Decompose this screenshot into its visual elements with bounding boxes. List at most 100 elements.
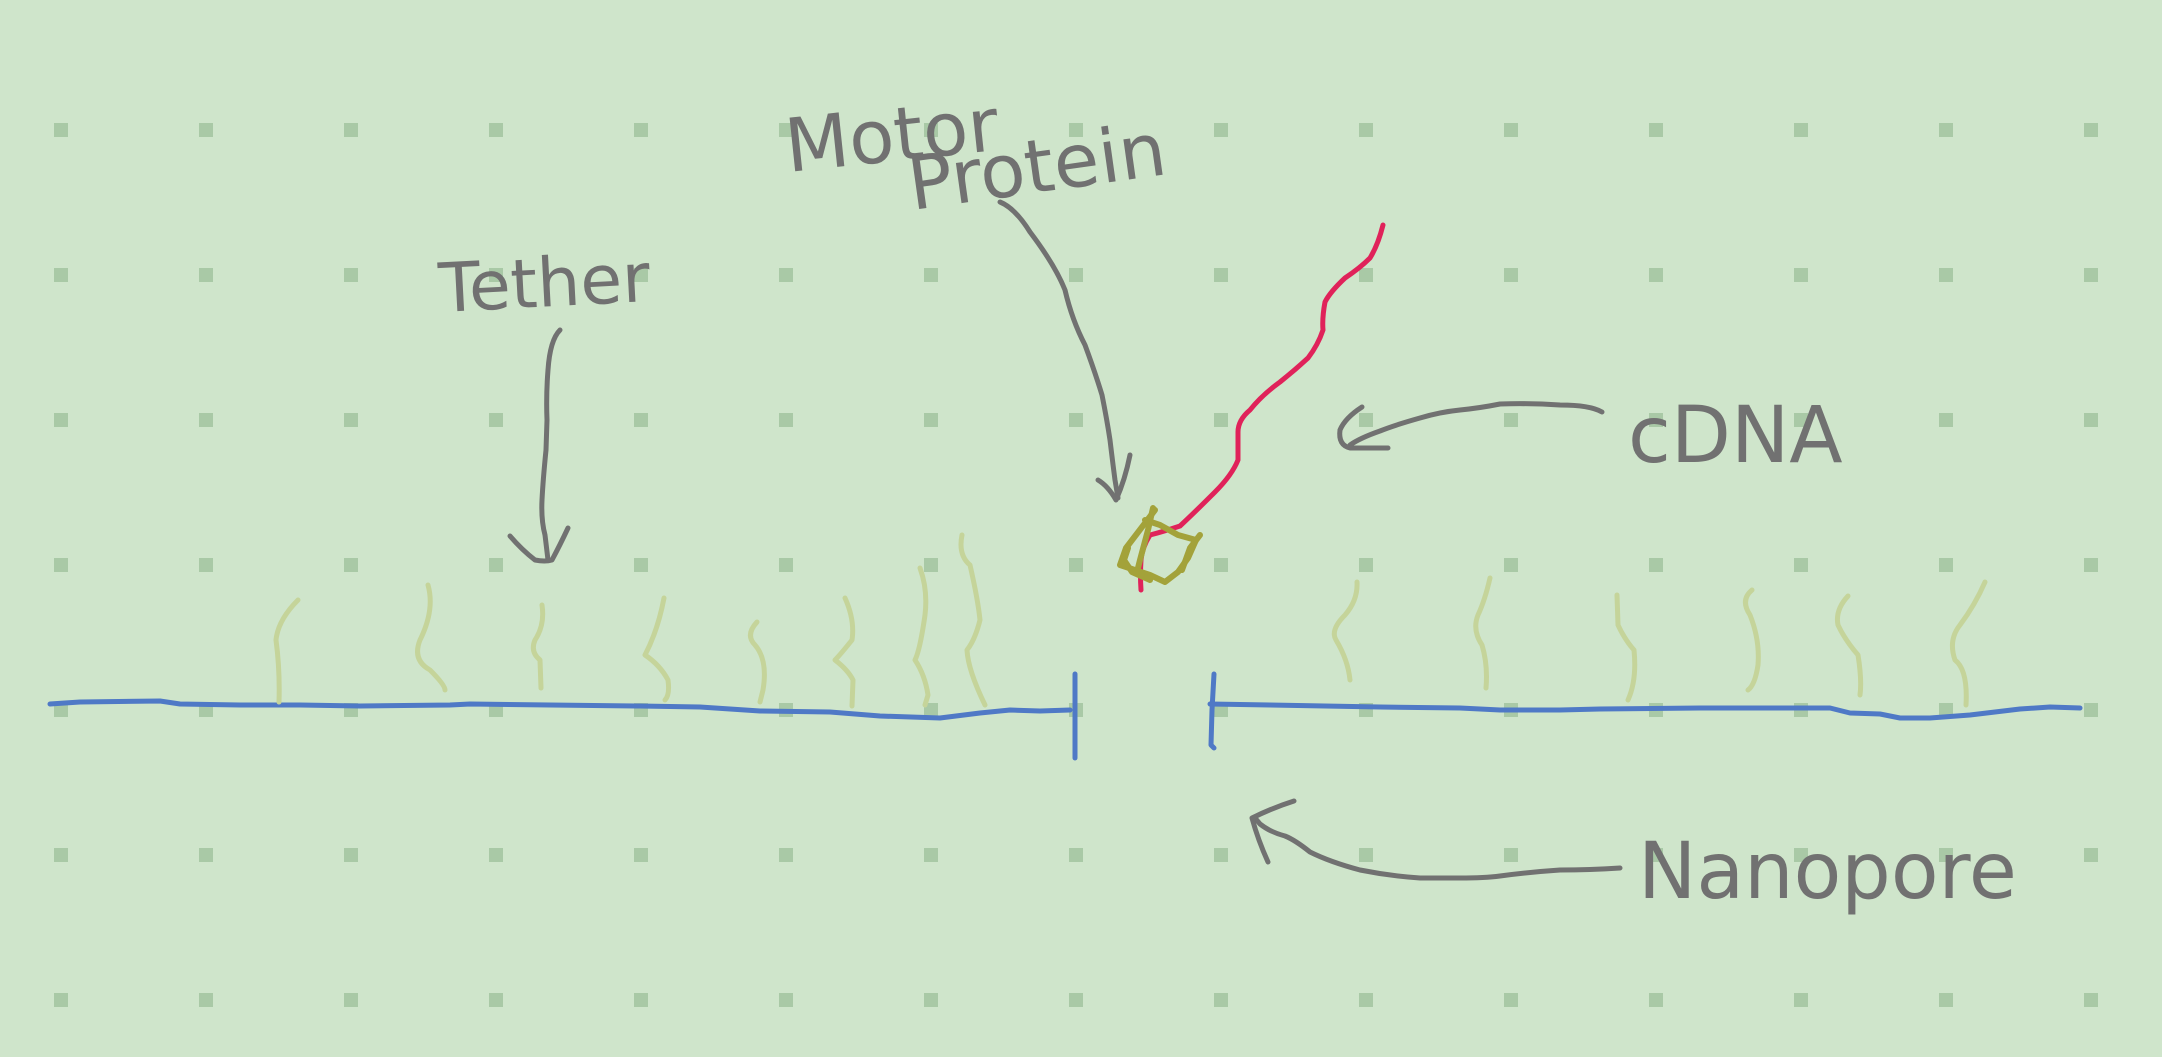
tether-strand — [1331, 579, 1360, 683]
grid-dot — [344, 123, 358, 137]
grid-dot — [779, 413, 793, 427]
grid-dot — [1214, 558, 1228, 572]
grid-dot — [1794, 558, 1808, 572]
grid-dot — [779, 268, 793, 282]
grid-dot — [924, 413, 938, 427]
grid-dot — [1649, 123, 1663, 137]
grid-dot — [1939, 268, 1953, 282]
annotation-arrows — [507, 199, 1623, 881]
tether-strand — [832, 595, 856, 709]
grid-dot — [344, 558, 358, 572]
grid-dot — [199, 268, 213, 282]
grid-dot — [1214, 848, 1228, 862]
grid-dot — [1359, 558, 1373, 572]
grid-dot — [1794, 123, 1808, 137]
grid-dot — [634, 993, 648, 1007]
grid-dot — [634, 268, 648, 282]
grid-dot — [1504, 123, 1518, 137]
grid-dot — [54, 703, 68, 717]
cdna-label: cDNA — [1628, 391, 1843, 481]
grid-dot — [1214, 413, 1228, 427]
grid-dot — [634, 848, 648, 862]
grid-dot — [779, 848, 793, 862]
grid-dot — [54, 848, 68, 862]
membrane-right — [1207, 701, 2083, 721]
grid-dot — [924, 993, 938, 1007]
grid-dot — [1069, 268, 1083, 282]
grid-dot — [2084, 848, 2098, 862]
cdna-strand — [1138, 222, 1386, 593]
grid-dot — [199, 993, 213, 1007]
motor-protein-label: Motor Protein — [781, 82, 1171, 228]
grid-dot — [344, 268, 358, 282]
grid-dot — [1069, 558, 1083, 572]
tether-strands — [273, 532, 1988, 709]
tether-strand — [912, 565, 931, 708]
grid-dot — [344, 993, 358, 1007]
grid-dot — [634, 123, 648, 137]
grid-dot — [1504, 558, 1518, 572]
motor-protein-arrow — [997, 199, 1121, 501]
tether-strand — [1614, 592, 1638, 703]
grid-dot — [489, 558, 503, 572]
nanopore-right-wall — [1208, 671, 1217, 751]
nanopore-arrowhead — [1249, 798, 1297, 865]
grid-dot — [1069, 993, 1083, 1007]
grid-dot — [1794, 993, 1808, 1007]
grid-dot — [779, 558, 793, 572]
grid-dot — [2084, 268, 2098, 282]
tether-arrowhead — [507, 525, 571, 564]
grid-dot — [1504, 268, 1518, 282]
grid-dot — [1939, 703, 1953, 717]
grid-dot — [1649, 268, 1663, 282]
grid-dot — [1504, 848, 1518, 862]
grid-dot — [199, 413, 213, 427]
nanopore-arrow — [1252, 815, 1623, 881]
grid-dot — [199, 123, 213, 137]
grid-dot — [54, 268, 68, 282]
grid-dot — [924, 558, 938, 572]
grid-dot — [199, 848, 213, 862]
grid-dot — [924, 268, 938, 282]
grid-dot — [54, 558, 68, 572]
grid-dot — [1649, 993, 1663, 1007]
grid-dot — [1359, 268, 1373, 282]
tether-strand — [530, 602, 546, 691]
tether-strand — [958, 532, 988, 708]
grid-dot — [924, 123, 938, 137]
grid-dot — [1649, 413, 1663, 427]
grid-dot — [199, 558, 213, 572]
tether-strand — [1835, 593, 1864, 698]
grid-dot — [1214, 268, 1228, 282]
grid-dot — [1794, 268, 1808, 282]
grid-dot — [489, 993, 503, 1007]
grid-dot — [1069, 123, 1083, 137]
grid-dot — [344, 413, 358, 427]
grid-dot — [1939, 413, 1953, 427]
nanopore-label: Nanopore — [1638, 827, 2017, 917]
grid-dot — [344, 848, 358, 862]
grid-dot — [779, 123, 793, 137]
grid-dot — [1939, 558, 1953, 572]
grid-dot — [1794, 848, 1808, 862]
tether-arrow — [539, 327, 563, 563]
cdna-arrowhead — [1337, 404, 1391, 451]
grid-dot — [634, 558, 648, 572]
tether-strand — [273, 597, 301, 705]
grid-dot — [1359, 848, 1373, 862]
grid-dot — [54, 993, 68, 1007]
cdna-arrow — [1347, 401, 1605, 448]
grid-dot — [924, 703, 938, 717]
grid-dot — [2084, 558, 2098, 572]
grid-dot — [1359, 413, 1373, 427]
grid-dot — [54, 123, 68, 137]
tether-strand — [1949, 579, 1988, 708]
grid-dot — [1649, 558, 1663, 572]
grid-dot — [489, 413, 503, 427]
tether-label: Tether — [436, 239, 652, 329]
membrane-left — [47, 698, 1073, 721]
grid-dot — [1939, 123, 1953, 137]
tether-strand — [642, 595, 672, 703]
motor-protein-icon — [1117, 505, 1203, 585]
